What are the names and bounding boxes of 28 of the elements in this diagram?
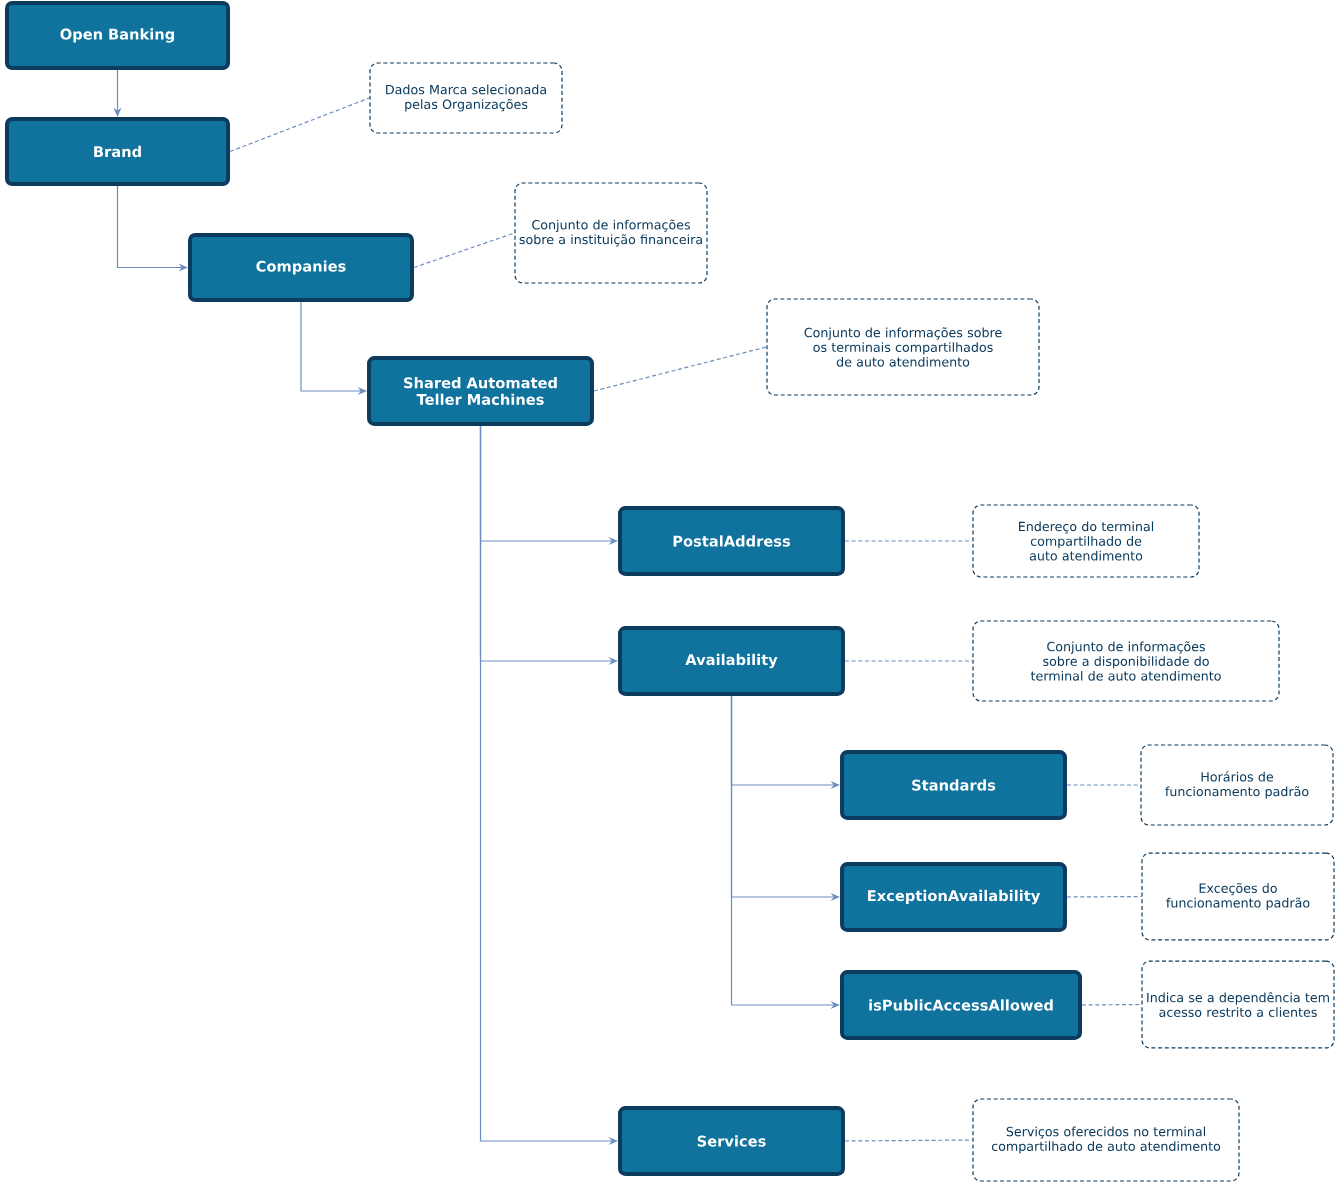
process-box: Standards bbox=[840, 750, 1067, 820]
process-box: isPublicAccessAllowed bbox=[840, 970, 1082, 1040]
note-box: Dados Marca selecionada pelas Organizações bbox=[369, 62, 563, 134]
note-box: Indica se a dependência tem acesso restrito a clientes bbox=[1141, 960, 1335, 1049]
connector-line bbox=[1066, 895, 1142, 898]
process-box: Brand bbox=[4, 116, 231, 187]
note-box: Endereço do terminal compartilhado de auto atendimento bbox=[972, 504, 1200, 578]
connector-line bbox=[1081, 1003, 1142, 1006]
process-box: PostalAddress bbox=[618, 506, 845, 576]
process-box: Services bbox=[618, 1106, 845, 1176]
process-box: ExceptionAvailability bbox=[840, 862, 1067, 932]
note-box: Serviços oferecidos no terminal compartilhado de auto atendimento bbox=[972, 1098, 1240, 1182]
connector-line bbox=[229, 97, 370, 153]
note-box: Conjunto de informações sobre os terminais compartilhados de auto atendimento bbox=[766, 298, 1040, 396]
connector-line bbox=[844, 660, 973, 662]
note-box: Conjunto de informações sobre a disponibilidade do terminal de auto atendimento bbox=[972, 620, 1280, 702]
connector-line bbox=[844, 540, 973, 542]
connector-line bbox=[413, 232, 515, 269]
process-box: Open Banking bbox=[4, 0, 231, 71]
note-box: Conjunto de informações sobre a instituição financeira bbox=[514, 182, 708, 284]
process-box: Availability bbox=[618, 626, 845, 696]
process-box: Shared Automated Teller Machines bbox=[367, 356, 594, 426]
connector-line bbox=[1066, 784, 1141, 786]
note-box: Exceções do funcionamento padrão bbox=[1141, 852, 1335, 941]
connector-line bbox=[593, 346, 767, 392]
process-box: Companies bbox=[188, 232, 414, 303]
note-box: Horários de funcionamento padrão bbox=[1140, 744, 1334, 826]
connector-line bbox=[844, 1139, 973, 1142]
